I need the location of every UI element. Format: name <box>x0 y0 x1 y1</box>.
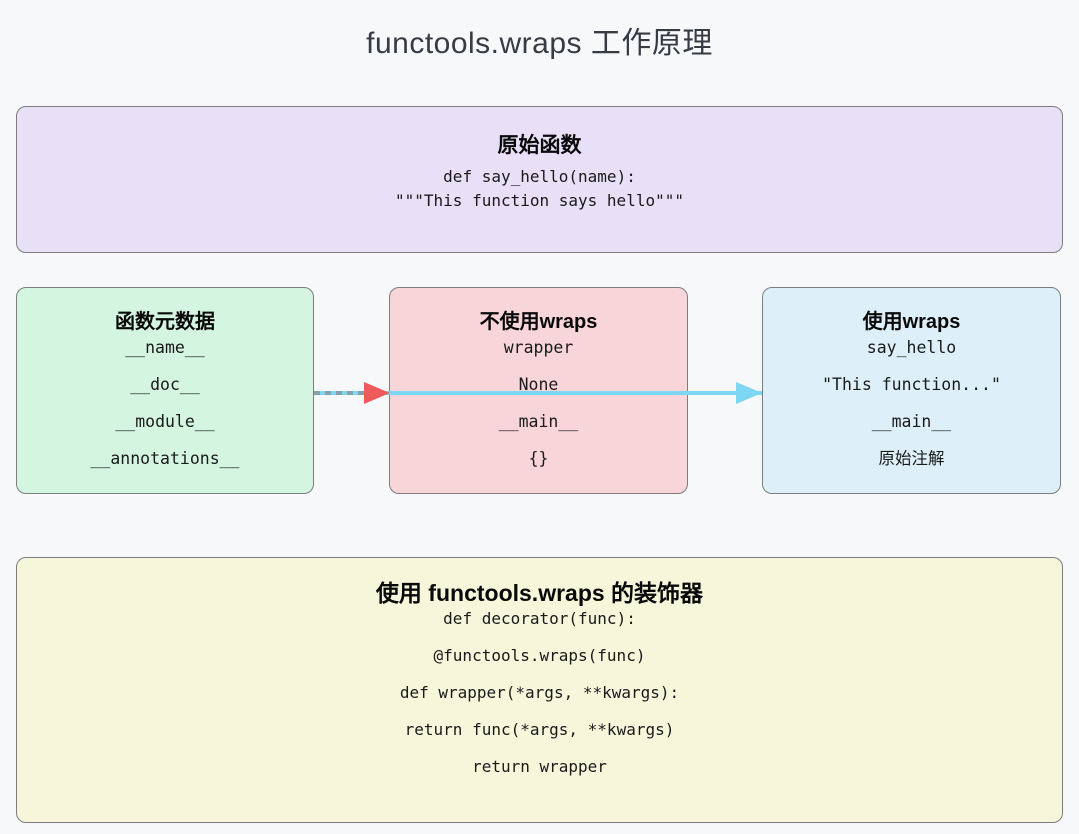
metadata-item: __name__ <box>125 338 205 357</box>
flow-arrow-line <box>314 391 762 395</box>
metadata-item: __annotations__ <box>90 449 240 468</box>
node-without-wraps-title: 不使用wraps <box>479 311 598 333</box>
with-wraps-item: say_hello <box>866 338 957 357</box>
code-line: return wrapper <box>472 757 607 776</box>
node-wraps-decorator: 使用 functools.wraps 的装饰器 def decorator(fu… <box>16 557 1063 823</box>
without-wraps-item: __main__ <box>498 412 579 431</box>
with-wraps-item: "This function..." <box>822 375 1001 394</box>
node-function-metadata: 函数元数据 __name__ __doc__ __module__ __anno… <box>16 287 314 494</box>
node-with-wraps-title: 使用wraps <box>862 311 961 333</box>
code-line: def decorator(func): <box>443 609 636 628</box>
with-wraps-item: 原始注解 <box>878 449 945 468</box>
code-line: return func(*args, **kwargs) <box>404 720 675 739</box>
node-original-function: 原始函数 def say_hello(name): """This functi… <box>16 106 1063 253</box>
node-with-wraps: 使用wraps say_hello "This function..." __m… <box>762 287 1061 494</box>
node-original-function-title: 原始函数 <box>497 134 582 157</box>
code-line: @functools.wraps(func) <box>433 646 646 665</box>
with-wraps-item: __main__ <box>871 412 952 431</box>
node-without-wraps: 不使用wraps wrapper None __main__ {} <box>389 287 688 494</box>
node-wraps-decorator-title: 使用 functools.wraps 的装饰器 <box>375 580 704 606</box>
without-wraps-item: wrapper <box>503 338 574 357</box>
code-line: def say_hello(name): <box>443 167 636 186</box>
metadata-item: __module__ <box>115 412 215 431</box>
code-line: def wrapper(*args, **kwargs): <box>399 683 680 702</box>
metadata-item: __doc__ <box>130 375 200 394</box>
red-arrowhead-icon <box>364 382 390 404</box>
page-title: functools.wraps 工作原理 <box>366 27 713 60</box>
without-wraps-item: {} <box>528 449 549 468</box>
node-function-metadata-title: 函数元数据 <box>115 311 215 333</box>
flow-arrow-dashed-segment <box>314 391 366 395</box>
code-line: """This function says hello""" <box>395 191 684 210</box>
without-wraps-item: None <box>518 375 559 394</box>
cyan-arrowhead-icon <box>736 382 762 404</box>
